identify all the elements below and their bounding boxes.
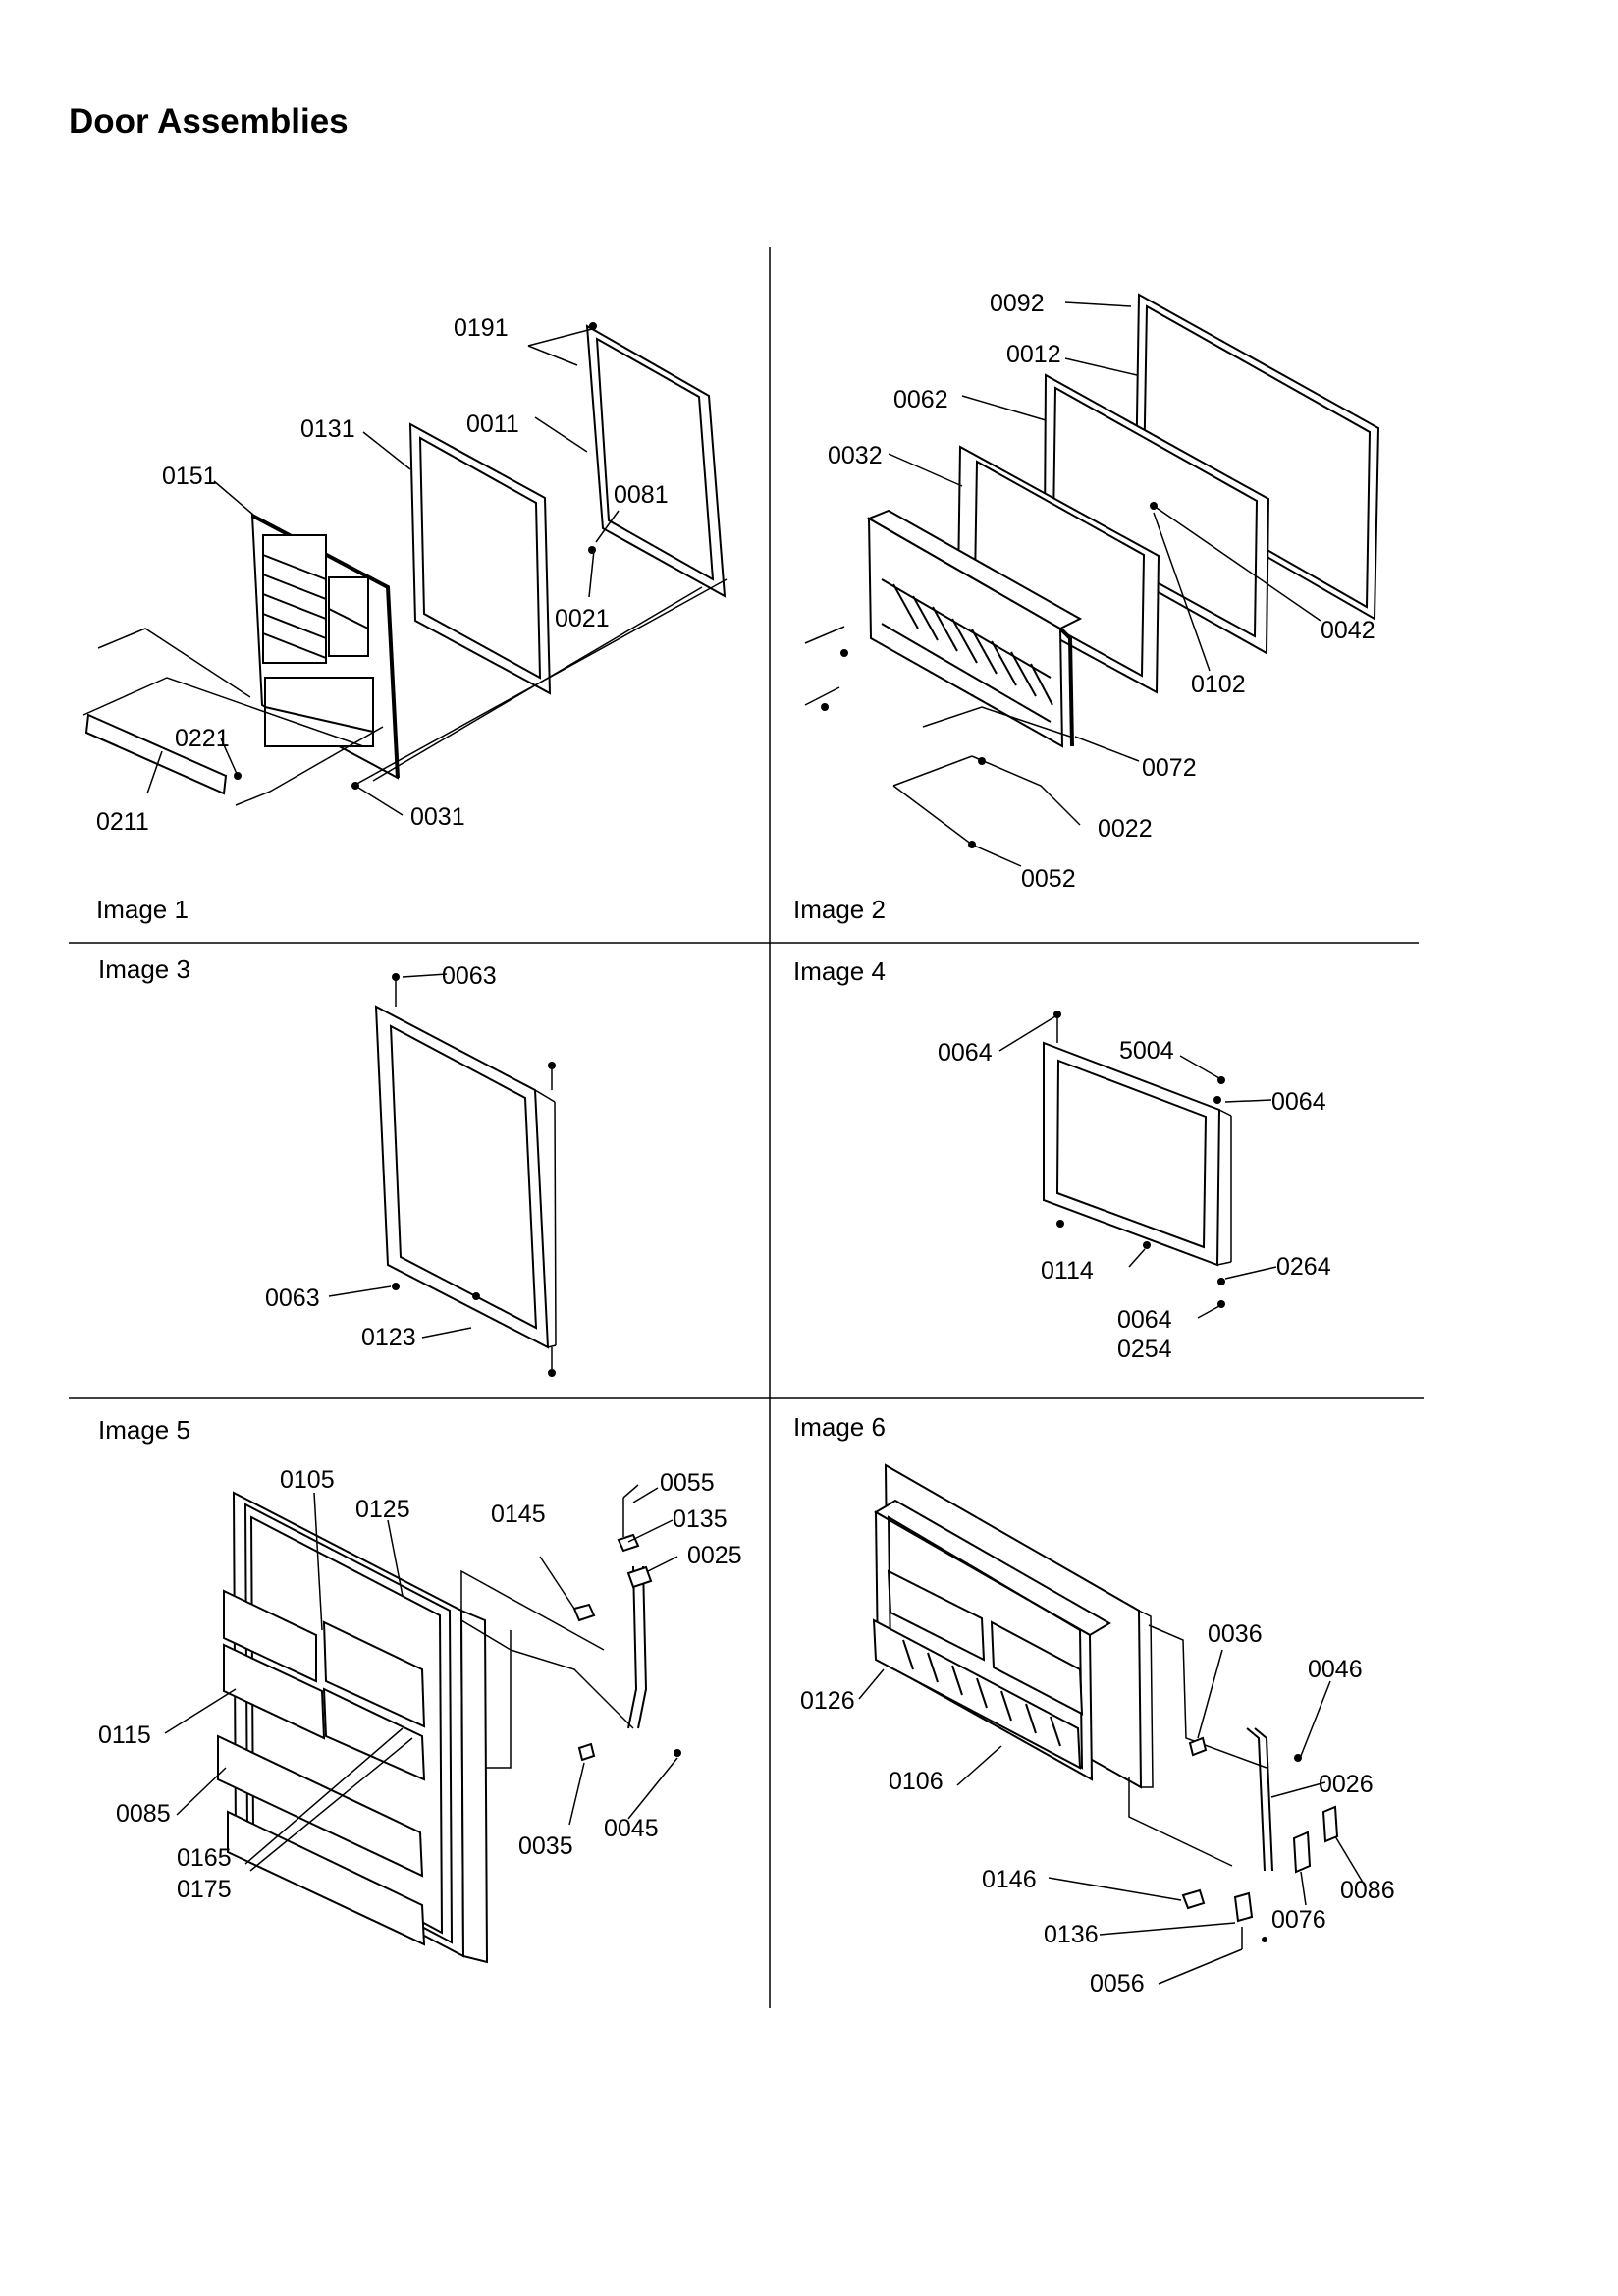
drawer-gasket [1043,373,1270,655]
part-label: 0145 [491,1501,546,1528]
part-label: 0175 [177,1876,232,1903]
part-label: 0072 [1142,754,1197,782]
part-label: 0081 [614,481,669,509]
panel-label-image-3: Image 3 [98,955,190,984]
drawer-frame [956,445,1160,694]
part-label: 0045 [604,1815,659,1842]
part-label: 0106 [889,1768,944,1795]
wiring-harness [460,1484,681,1769]
part-label: 0092 [990,290,1045,317]
part-label: 0064 [938,1039,993,1066]
part-label: 0056 [1090,1970,1145,1997]
outer-door-panel [585,324,727,598]
part-label: 0011 [466,410,519,438]
part-label: 0115 [98,1722,151,1749]
panel-image-2: 0092 0012 0062 0032 0042 0102 0072 0022 … [793,290,1380,924]
part-label: 0191 [454,314,509,342]
part-label: 0085 [116,1800,171,1828]
panel-label-image-6: Image 6 [793,1412,886,1442]
panel-image-3: 0063 0063 0123 Image 3 [98,955,557,1377]
part-label: 0165 [177,1844,232,1872]
part-label: 0025 [687,1542,742,1569]
part-label: 0102 [1191,671,1246,698]
part-label: 0052 [1021,865,1076,893]
fastener-points [998,1011,1277,1319]
part-label: 0021 [555,605,610,632]
part-label: 0076 [1271,1906,1326,1934]
drawer-basket [866,509,1083,748]
part-label: 0022 [1098,815,1153,843]
part-label: 0055 [660,1469,715,1497]
part-label: 0136 [1044,1921,1099,1948]
part-label: 0254 [1117,1336,1172,1363]
panel-image-6: 0036 0046 0126 0106 0026 0146 0086 0076 … [793,1412,1395,1997]
part-label: 5004 [1119,1037,1174,1065]
part-label: 0035 [518,1832,573,1860]
leader-lines [164,1487,678,1872]
part-label: 0046 [1308,1656,1363,1683]
panel-image-4: 0064 5004 0064 0114 0264 0064 0254 Image… [793,957,1331,1363]
part-label: 0086 [1340,1877,1395,1904]
assembly-lines [82,322,728,816]
part-label: 0146 [982,1866,1037,1893]
inner-door-liner [250,514,400,780]
panel-label-image-1: Image 1 [96,895,189,924]
part-label: 0135 [673,1505,728,1533]
part-label: 0123 [361,1324,416,1351]
part-label: 0264 [1276,1253,1331,1281]
part-label: 0105 [280,1466,335,1494]
part-label: 0062 [893,386,948,413]
part-label: 0064 [1271,1088,1326,1116]
part-label: 0221 [175,725,230,752]
part-label: 0042 [1321,617,1375,644]
part-label: 0031 [410,803,465,831]
freezer-drawer [872,1463,1154,1789]
part-label: 0064 [1117,1306,1172,1334]
panel-dividers [69,247,1424,2008]
part-label: 0012 [1006,341,1061,368]
basket-wire-grid [902,1639,1061,1747]
door-bins [217,1589,426,1946]
part-label: 0151 [162,463,217,490]
part-label: 0063 [265,1285,320,1312]
outer-drawer-panel [1134,293,1380,621]
panel-image-1: 0191 0011 0131 0151 0081 0021 0221 0211 … [82,314,728,924]
leader-lines [858,1649,1366,1985]
part-label: 0211 [96,808,149,836]
part-label: 0036 [1208,1620,1263,1648]
drawer-frame [1043,1041,1232,1267]
wiring-harness [1128,1624,1339,1923]
panel-label-image-2: Image 2 [793,895,886,924]
panel-image-5: 0105 0125 0145 0055 0135 0025 0115 0085 … [98,1415,742,1964]
part-label: 0125 [355,1496,410,1523]
part-label: 0126 [800,1687,855,1715]
basket-wire-grid [892,583,1053,706]
part-label: 0131 [300,415,355,443]
assembly-lines [804,301,1321,867]
panel-label-image-4: Image 4 [793,957,886,986]
part-label: 0026 [1319,1771,1374,1798]
part-label: 0114 [1041,1257,1094,1285]
panel-label-image-5: Image 5 [98,1415,190,1445]
part-label: 0063 [442,962,497,990]
door-gasket [408,422,552,695]
door-shelf-bar [84,713,228,795]
door-frame [374,1005,557,1349]
page-title: Door Assemblies [69,102,349,140]
part-label: 0032 [828,442,883,469]
fastener-points [328,973,556,1377]
